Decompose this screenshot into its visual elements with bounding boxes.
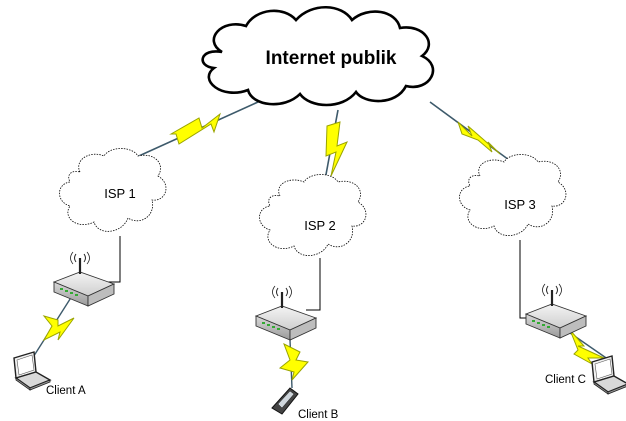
lightning-bolt-icon (278, 342, 309, 381)
isp3-label: ISP 3 (504, 197, 536, 212)
internet-label: Internet publik (266, 48, 397, 69)
client-c: Client C (545, 355, 626, 395)
internet-cloud: Internet publik (201, 6, 435, 107)
mobile-phone-icon (271, 387, 299, 415)
lightning-bolt-icon (42, 315, 75, 342)
client-b: Client B (271, 387, 339, 421)
wireless-links (42, 112, 605, 381)
lightning-bolt-icon (569, 329, 605, 365)
client-c-label: Client C (545, 374, 586, 386)
isp1-cloud: ISP 1 (59, 148, 167, 232)
lightning-bolt-icon (325, 121, 348, 177)
laptop-icon (13, 351, 51, 391)
wireless-router-icon (52, 250, 116, 308)
lightning-bolt-icon (169, 112, 221, 145)
isp2-label: ISP 2 (304, 218, 336, 233)
cloud-icon (459, 154, 567, 236)
client-a: Client A (13, 351, 86, 397)
client-a-label: Client A (46, 385, 86, 397)
lightning-bolt-icon (457, 121, 501, 155)
isp3-cloud: ISP 3 (459, 154, 567, 236)
wireless-router-icon (524, 282, 588, 340)
wireless-router-icon (254, 284, 318, 342)
isp2-cloud: ISP 2 (259, 174, 367, 256)
client-b-label: Client B (298, 409, 339, 421)
cloud-icon (59, 148, 167, 232)
isp-router-lines (104, 236, 548, 319)
client-links (29, 295, 613, 389)
cloud-icon (259, 174, 367, 256)
cloud-icon (201, 6, 435, 107)
isp1-label: ISP 1 (104, 186, 136, 201)
laptop-icon (591, 355, 626, 395)
